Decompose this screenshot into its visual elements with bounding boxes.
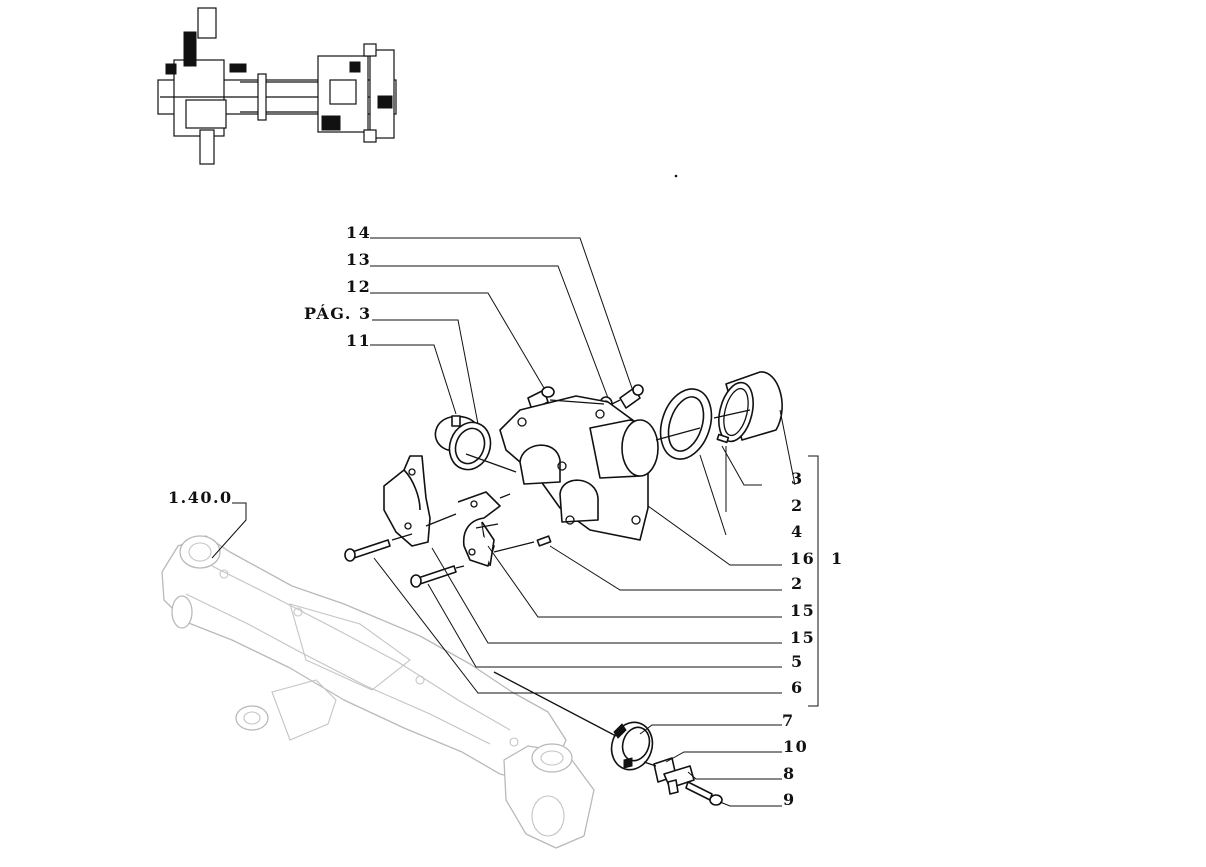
part-8-tab-washer	[663, 765, 695, 795]
part-9-screw	[685, 781, 723, 806]
label-16: 16	[790, 549, 815, 568]
label-pag-3: PÁG. 3	[304, 303, 372, 323]
label-8: 8	[783, 764, 796, 783]
part-5-rear-cap	[383, 455, 431, 547]
support-housing	[499, 395, 659, 541]
axle-section-thumbnail	[157, 7, 397, 165]
part-4-ring	[659, 388, 713, 460]
label-12: 12	[346, 277, 371, 296]
assembly-axis-lines	[391, 399, 751, 767]
label-3: 3	[791, 469, 804, 488]
part-12-screw	[527, 386, 555, 411]
label-11: 11	[346, 331, 371, 350]
label-15-upper: 15	[790, 601, 815, 620]
part-2-dowel-lower	[536, 535, 552, 547]
label-13: 13	[346, 250, 371, 269]
part-labels: 14 13 12 PÁG. 3 11 1.40.0 3 2 4 16 1 2 1…	[168, 223, 844, 809]
label-10: 10	[783, 737, 808, 756]
part-14-screw	[619, 384, 644, 409]
part-7-splined-ring	[610, 721, 654, 771]
label-ref-1-40-0: 1.40.0	[168, 488, 233, 507]
part-3-bushing	[718, 371, 783, 443]
oring-seal	[448, 421, 492, 471]
label-2-lower: 2	[791, 574, 804, 593]
label-1: 1	[831, 549, 844, 568]
leader-lines	[211, 237, 819, 807]
part-6-bolt	[344, 539, 391, 562]
label-4: 4	[791, 522, 804, 541]
label-5: 5	[791, 652, 804, 671]
label-2-upper: 2	[791, 496, 804, 515]
axle-housing-ghost	[161, 535, 595, 849]
label-6: 6	[791, 678, 804, 697]
part-5-bolt	[410, 565, 457, 588]
part-2-dowel-upper	[716, 433, 730, 444]
label-9: 9	[783, 790, 796, 809]
label-14: 14	[346, 223, 371, 242]
label-15-lower: 15	[790, 628, 815, 647]
speck-mark	[674, 174, 678, 178]
label-7: 7	[782, 711, 795, 730]
